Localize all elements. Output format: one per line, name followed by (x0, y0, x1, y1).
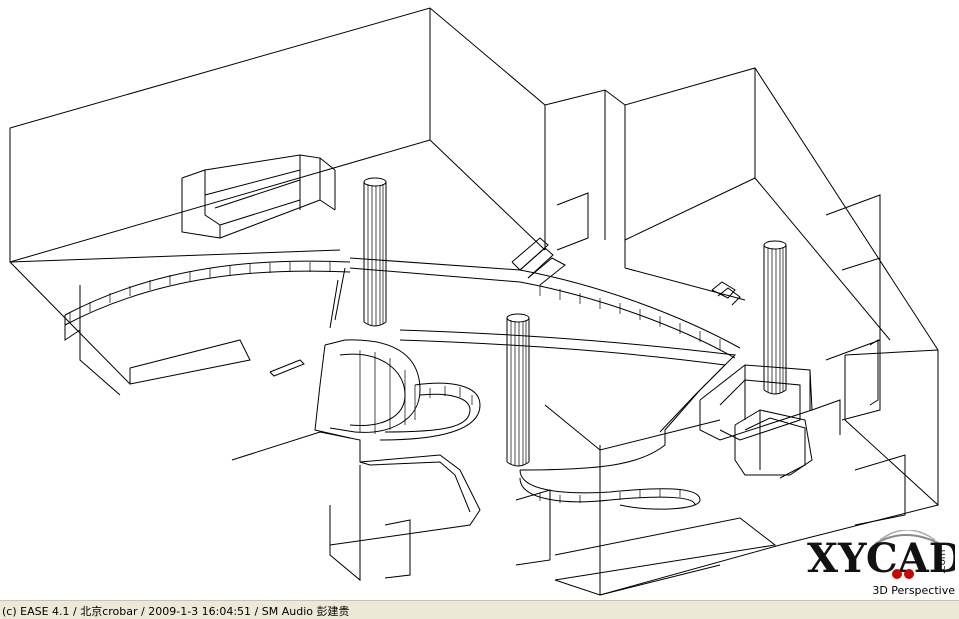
central-bar (314, 339, 481, 441)
svg-text:.com: .com (937, 549, 948, 574)
cad-3d-viewport[interactable]: XYCAD .com 3D Perspective (0, 0, 959, 600)
status-text: (c) EASE 4.1 / 北京crobar / 2009-1-3 16:04… (2, 605, 350, 618)
right-balcony-band (349, 257, 741, 359)
svg-text:XYCAD: XYCAD (807, 535, 955, 582)
main-counter (329, 267, 737, 510)
right-hall-walls (544, 67, 939, 505)
right-platform (699, 364, 841, 479)
lower-right-room (599, 349, 940, 596)
column-1 (363, 177, 387, 327)
wall-counter (181, 154, 336, 239)
left-balcony-band (64, 260, 351, 396)
xycad-watermark: XYCAD .com (805, 530, 955, 584)
left-hall-walls (9, 7, 546, 385)
status-bar: (c) EASE 4.1 / 北京crobar / 2009-1-3 16:04… (0, 600, 959, 619)
column-3 (763, 240, 787, 395)
column-2 (506, 313, 530, 467)
view-mode-label: 3D Perspective (872, 584, 955, 597)
stairs (511, 237, 741, 306)
floor-edges (129, 339, 781, 596)
wireframe-model (9, 7, 940, 596)
